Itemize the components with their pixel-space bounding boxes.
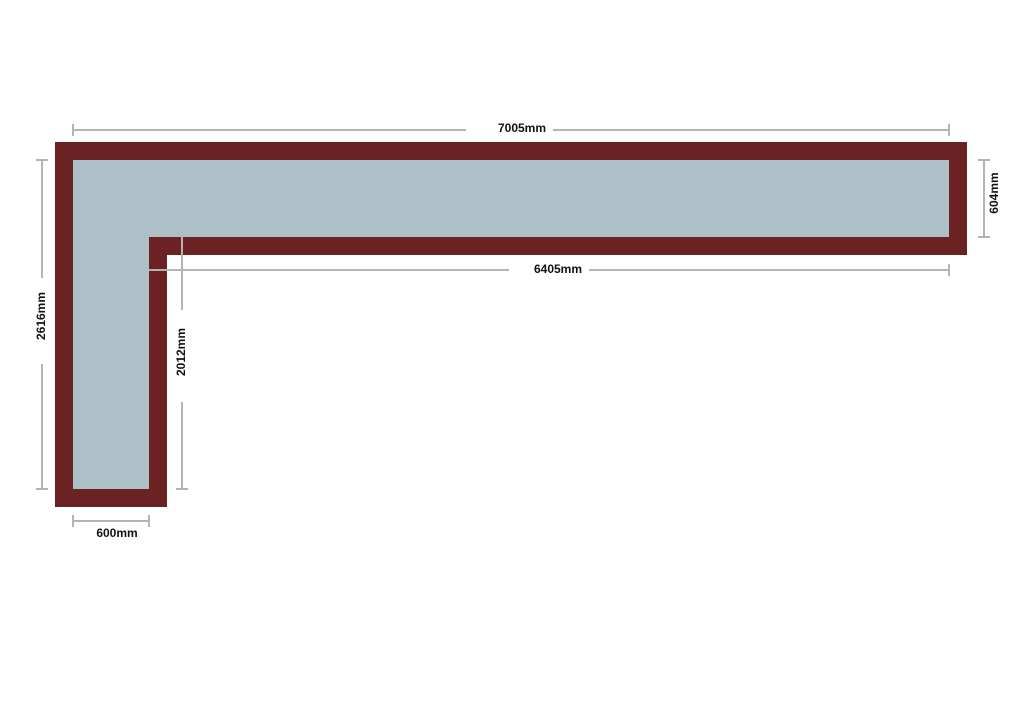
dimension-inner-left-label: 2012mm bbox=[174, 328, 188, 376]
dimension-top-total-label: 7005mm bbox=[498, 121, 546, 135]
dimension-inner-top-label: 6405mm bbox=[534, 262, 582, 276]
dimension-top-total bbox=[72, 124, 950, 136]
dimension-bottom-width bbox=[72, 515, 150, 527]
dimension-left-total-label: 2616mm bbox=[34, 292, 48, 340]
dimension-left-total bbox=[36, 159, 48, 490]
dimension-inner-left bbox=[176, 255, 188, 490]
dimension-right-depth bbox=[978, 159, 990, 238]
countertop-surface bbox=[73, 160, 949, 489]
dimension-bottom-width-label: 600mm bbox=[96, 526, 137, 540]
dimension-right-depth-label: 604mm bbox=[987, 172, 1001, 213]
dimension-inner-top bbox=[149, 264, 950, 276]
